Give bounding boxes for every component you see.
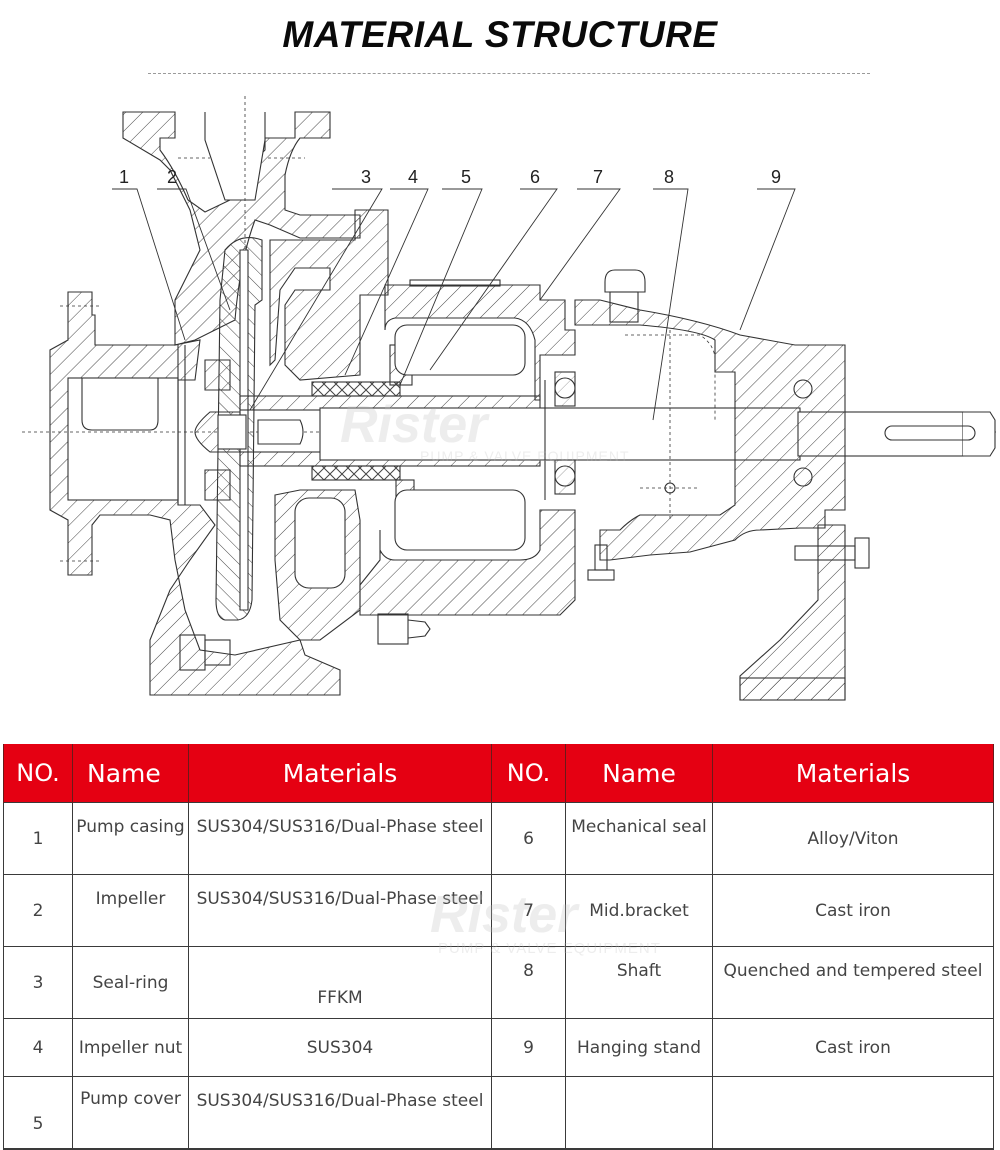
cell-materials: SUS304/SUS316/Dual-Phase steel [188,874,492,947]
cell-name: Pump cover [72,1076,189,1150]
discharge-flange [122,96,361,346]
oil-cap-and-bolts [179,269,870,671]
cell-no: 9 [491,1018,566,1077]
materials-table: NO. Name Materials NO. Name Materials 1 … [3,744,994,1150]
cell-no [491,1076,566,1150]
pump-cover [269,209,389,641]
shaft [319,380,996,500]
cell-no: 6 [491,802,566,875]
cell-name: Pump casing [72,802,189,875]
callout-1: 1 [119,167,129,187]
table-row: 3 Seal-ring FFKM 8 Shaft Quenched and te… [3,946,994,1019]
header-materials: Materials [188,744,492,803]
header-name: Name [72,744,189,803]
callout-5: 5 [461,167,471,187]
cell-name: Mechanical seal [565,802,713,875]
table-row: 5 Pump cover SUS304/SUS316/Dual-Phase st… [3,1076,994,1150]
cell-name: Shaft [565,946,713,1019]
cell-name: Hanging stand [565,1018,713,1077]
callout-2: 2 [167,167,177,187]
callout-3: 3 [361,167,371,187]
title-divider [148,73,870,74]
cell-no: 5 [3,1076,73,1150]
cell-materials [712,1076,994,1150]
cell-no: 3 [3,946,73,1019]
cell-name [565,1076,713,1150]
cell-no: 2 [3,874,73,947]
page-title: MATERIAL STRUCTURE [282,14,718,55]
callout-8: 8 [664,167,674,187]
cell-materials: SUS304/SUS316/Dual-Phase steel [188,802,492,875]
cell-materials: FFKM [188,946,492,1019]
header-materials-2: Materials [712,744,994,803]
header-no: NO. [3,744,73,803]
pump-cross-section-diagram: 1 2 3 4 5 6 7 8 9 [0,90,1000,710]
cell-no: 1 [3,802,73,875]
table-row: 2 Impeller SUS304/SUS316/Dual-Phase stee… [3,874,994,947]
cell-materials: Cast iron [712,874,994,947]
table-row: 1 Pump casing SUS304/SUS316/Dual-Phase s… [3,802,994,875]
cell-no: 4 [3,1018,73,1077]
callout-4: 4 [408,167,418,187]
header-no-2: NO. [491,744,566,803]
cell-name: Impeller nut [72,1018,189,1077]
cell-no: 8 [491,946,566,1019]
table-row: 4 Impeller nut SUS304 9 Hanging stand Ca… [3,1018,994,1077]
callout-6: 6 [530,167,540,187]
mid-bracket [359,279,576,616]
callout-leaders [112,188,796,421]
cell-materials: Quenched and tempered steel [712,946,994,1019]
table-header-row: NO. Name Materials NO. Name Materials [3,744,994,803]
cell-name: Impeller [72,874,189,947]
cell-materials: SUS304 [188,1018,492,1077]
cell-materials: SUS304/SUS316/Dual-Phase steel [188,1076,492,1150]
header-name-2: Name [565,744,713,803]
hanging-stand [574,299,846,701]
cell-materials: Alloy/Viton [712,802,994,875]
cell-name: Seal-ring [72,946,189,1019]
bearings [554,371,813,495]
impeller-nut [194,411,304,453]
callout-9: 9 [771,167,781,187]
cell-name: Mid.bracket [565,874,713,947]
cell-materials: Cast iron [712,1018,994,1077]
cell-no: 7 [491,874,566,947]
callout-7: 7 [593,167,603,187]
